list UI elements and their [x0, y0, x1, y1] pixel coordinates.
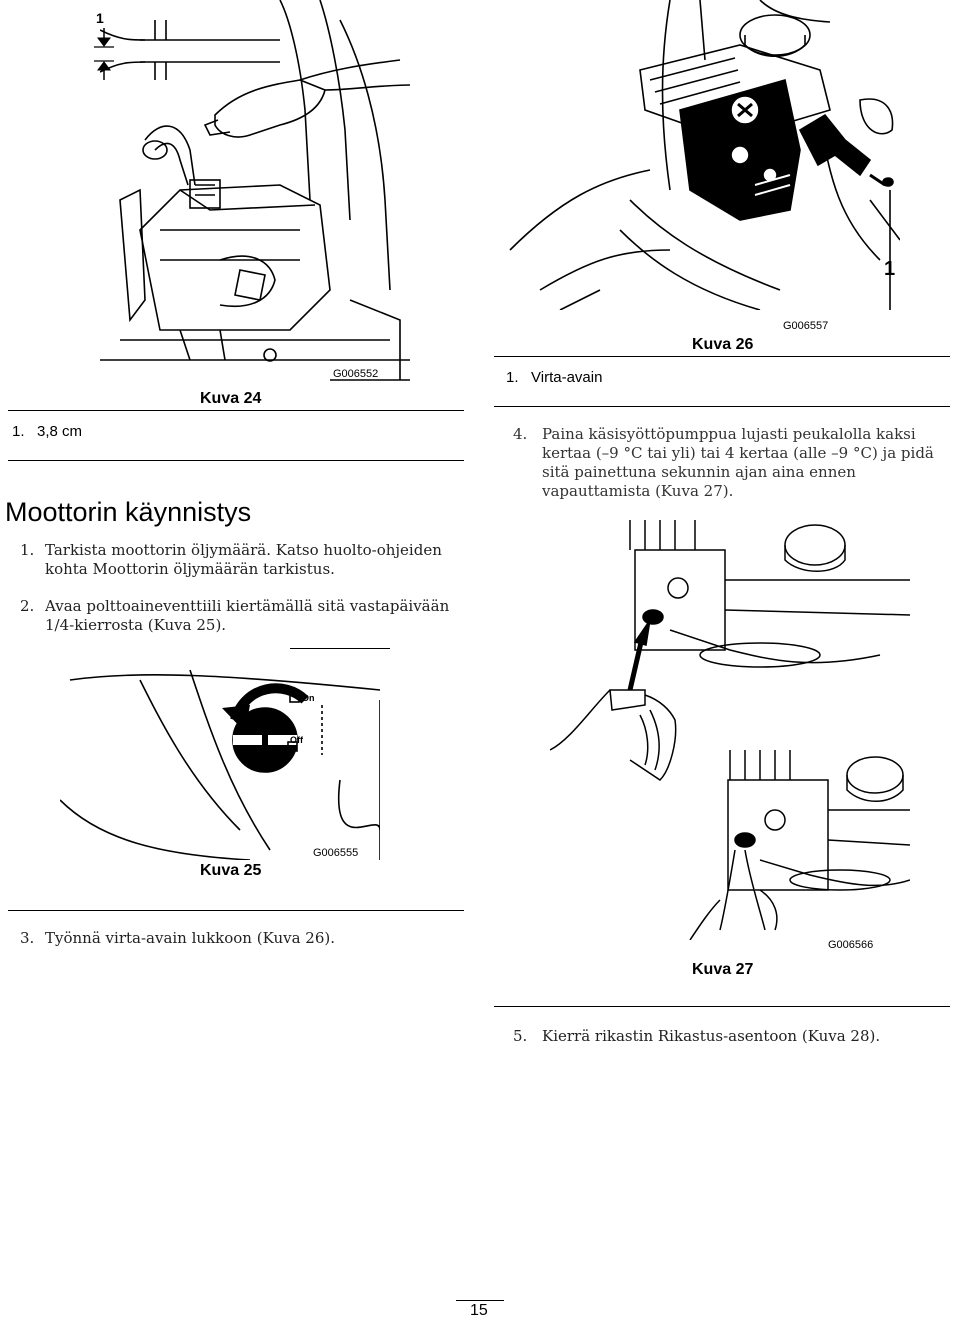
step-number: 4.: [513, 425, 528, 443]
figure-24-illustration: [100, 0, 410, 385]
step-number: 1.: [20, 541, 35, 559]
figure-26-caption: Kuva 26: [692, 336, 754, 353]
callout-1: 1: [96, 10, 104, 26]
figure-26-legend: 1. Virta-avain: [506, 369, 603, 386]
figure-27-illustration: [550, 520, 910, 940]
step-4: 4. Paina käsisyöttöpumppua lujasti peuka…: [513, 425, 958, 501]
figure-26-illustration: [500, 0, 900, 310]
step-text: Tarkista moottorin öljymäärä. Katso huol…: [45, 541, 442, 578]
step-number: 5.: [513, 1027, 528, 1045]
label-off: Off: [290, 735, 303, 745]
step-2: 2. Avaa polttoaineventtiili kiertämällä …: [20, 597, 460, 635]
figure-24-code: G006552: [333, 368, 379, 380]
section-heading: Moottorin käynnistys: [5, 497, 252, 527]
figure-27-caption: Kuva 27: [692, 961, 754, 978]
figure-25-illustration: [60, 660, 380, 860]
page-number: 15: [470, 1302, 488, 1319]
page-number-rule: [456, 1300, 504, 1301]
figure-25-bottom-rule: [8, 910, 464, 911]
step-number: 3.: [20, 929, 35, 947]
figure-26-legend-rule: [494, 356, 950, 357]
figure-27-bottom-rule: [494, 1006, 950, 1007]
figure-27-code: G006566: [828, 939, 874, 951]
dimension-arrows: [94, 28, 114, 80]
figure-26-code: G006557: [783, 320, 829, 332]
step-5: 5. Kierrä rikastin Rikastus-asentoon (Ku…: [513, 1027, 958, 1046]
figure-24-legend: 1. 3,8 cm: [12, 423, 83, 440]
step-3: 3. Työnnä virta-avain lukkoon (Kuva 26).: [20, 929, 460, 948]
step-text: Työnnä virta-avain lukkoon (Kuva 26).: [45, 929, 336, 947]
step-text: Paina käsisyöttöpumppua lujasti peukalol…: [542, 425, 934, 500]
figure-24-caption: Kuva 24: [200, 390, 262, 407]
label-on: On: [302, 693, 315, 703]
legend-rule-bottom: [8, 460, 464, 461]
step-1: 1. Tarkista moottorin öljymäärä. Katso h…: [20, 541, 460, 579]
figure-25-top-rule: [290, 648, 390, 649]
step-number: 2.: [20, 597, 35, 615]
figure-25-caption: Kuva 25: [200, 862, 262, 879]
figure-25-code: G006555: [313, 847, 359, 859]
step-text: Kierrä rikastin Rikastus-asentoon (Kuva …: [542, 1027, 881, 1045]
callout-1: 1: [884, 258, 896, 280]
figure-26-legend-rule-bottom: [494, 406, 950, 407]
step-text: Avaa polttoaineventtiili kiertämällä sit…: [45, 597, 450, 634]
legend-rule-top: [8, 410, 464, 411]
